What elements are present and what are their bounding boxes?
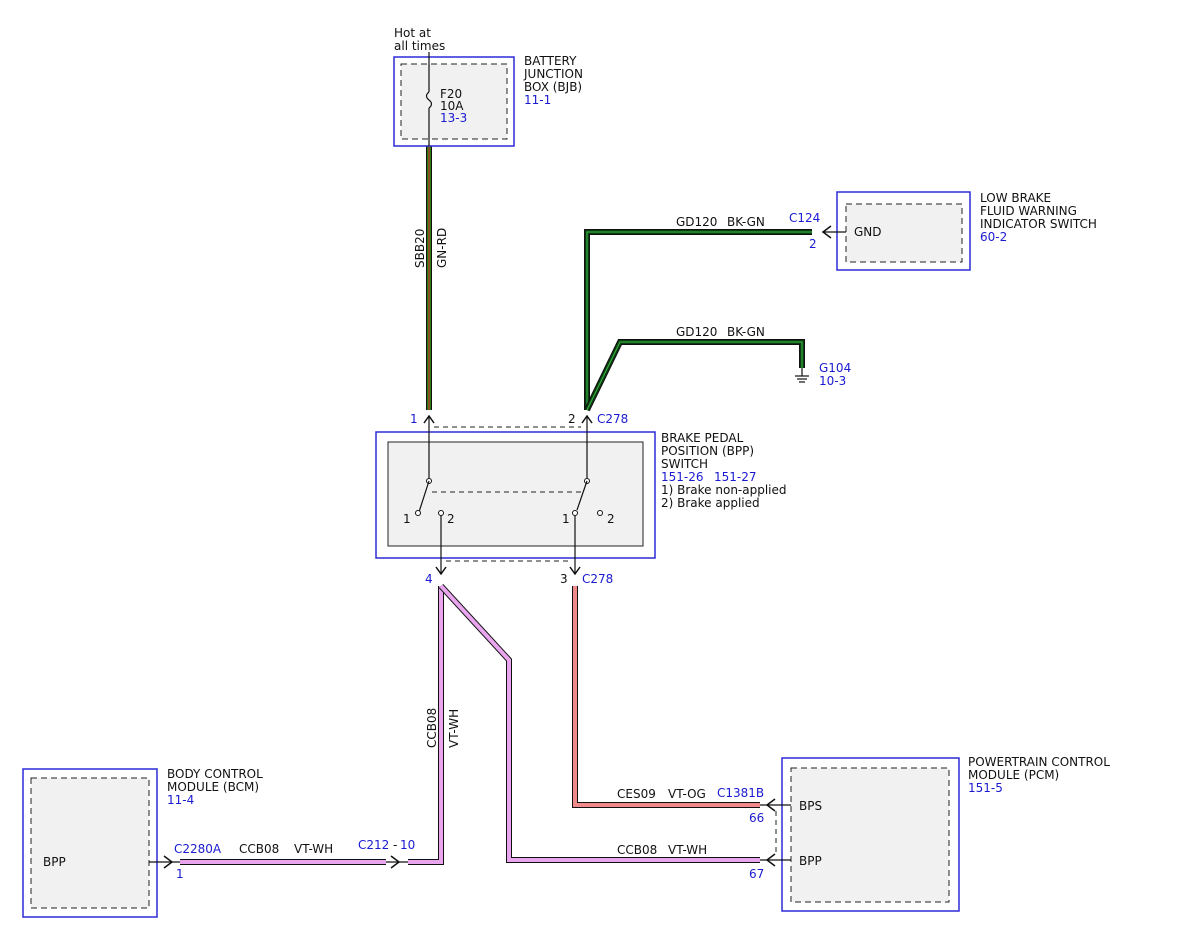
gd120-top-color: BK-GN xyxy=(727,215,765,229)
low-brake-title-2: FLUID WARNING xyxy=(980,204,1077,218)
bpp-note-2: 2) Brake applied xyxy=(661,496,760,510)
connector-arrow-icon xyxy=(163,855,174,869)
pcm-title-2: MODULE (PCM) xyxy=(968,768,1059,782)
c124-connector-label: C124 xyxy=(789,211,820,225)
c1381b-label: C1381B xyxy=(717,786,764,800)
battery-junction-box: F20 10A 13-3 xyxy=(393,52,515,147)
ccb08-pcm-circuit: CCB08 xyxy=(617,843,657,857)
wire-ccb08-pcm xyxy=(438,583,760,863)
pcm-bps-pin-label: BPS xyxy=(799,799,822,813)
fuse-ref[interactable]: 13-3 xyxy=(440,111,467,125)
brake-pedal-position-switch xyxy=(375,414,656,576)
fuse-label: F20 xyxy=(440,87,462,101)
bpp-ref-1[interactable]: 151-26 xyxy=(661,470,704,484)
powertrain-control-module: BPS BPP xyxy=(760,757,960,912)
wire-ces09 xyxy=(572,586,760,808)
bpp-bottom-pin-3: 3 xyxy=(560,572,568,586)
low-brake-ref[interactable]: 60-2 xyxy=(980,230,1007,244)
bjb-title-1: BATTERY xyxy=(524,54,577,68)
connector-arrow-icon xyxy=(765,798,776,812)
gd120-ground-circuit: GD120 xyxy=(676,325,717,339)
bpp-title-1: BRAKE PEDAL xyxy=(661,431,744,445)
ces09-circuit-label: CES09 xyxy=(617,787,656,801)
bpp-top-pin-1: 1 xyxy=(410,412,418,426)
bcm-title-1: BODY CONTROL xyxy=(167,767,263,781)
wire-gd120-c124 xyxy=(584,229,812,410)
sbb20-color-label: GN-RD xyxy=(435,228,449,268)
g104-ref[interactable]: 10-3 xyxy=(819,374,846,388)
ccb08-vertical-color: VT-WH xyxy=(447,709,461,748)
c124-pin-label: 2 xyxy=(809,237,817,251)
c212-dash: - xyxy=(393,838,397,852)
ccb08-bcm-color: VT-WH xyxy=(294,842,333,856)
pcm-title-1: POWERTRAIN CONTROL xyxy=(968,755,1110,769)
low-brake-title-1: LOW BRAKE xyxy=(980,191,1051,205)
c2280a-pin-label: 1 xyxy=(176,867,184,881)
c212-label: C212 xyxy=(358,838,389,852)
c278-top-label: C278 xyxy=(597,412,628,426)
fuse-icon xyxy=(425,91,433,109)
wire-gd120-g104 xyxy=(584,339,805,412)
pcm-bpp-pin-label: BPP xyxy=(799,854,822,868)
pcm-pin-66: 66 xyxy=(749,811,764,825)
fuse-rating: 10A xyxy=(440,99,464,113)
sw-left-pos-2: 2 xyxy=(447,512,455,526)
sbb20-circuit-label: SBB20 xyxy=(413,229,427,268)
ccb08-pcm-color: VT-WH xyxy=(668,843,707,857)
pcm-pin-67: 67 xyxy=(749,867,764,881)
sw-left-pos-1: 1 xyxy=(403,512,411,526)
c278-bottom-label: C278 xyxy=(582,572,613,586)
bpp-note-1: 1) Brake non-applied xyxy=(661,483,787,497)
bpp-ref-2[interactable]: 151-27 xyxy=(714,470,757,484)
gd120-top-circuit: GD120 xyxy=(676,215,717,229)
bjb-title-3: BOX (BJB) xyxy=(524,80,582,94)
connector-arrow-icon xyxy=(765,853,776,867)
gnd-pin-label: GND xyxy=(854,225,882,239)
bcm-title-2: MODULE (BCM) xyxy=(167,780,259,794)
ccb08-bcm-circuit: CCB08 xyxy=(239,842,279,856)
bjb-ref[interactable]: 11-1 xyxy=(524,93,551,107)
low-brake-fluid-switch: GND xyxy=(821,191,971,271)
switch-blade-icon xyxy=(418,480,430,513)
bpp-title-3: SWITCH xyxy=(661,457,708,471)
c212-inline-connector xyxy=(386,855,408,869)
bcm-ref[interactable]: 11-4 xyxy=(167,793,194,807)
ces09-color-label: VT-OG xyxy=(668,787,706,801)
connector-arrow-icon xyxy=(390,855,401,869)
sw-right-pos-2: 2 xyxy=(607,512,615,526)
bcm-bpp-pin-label: BPP xyxy=(43,855,66,869)
ground-g104-icon xyxy=(795,368,809,383)
supply-label-1: Hot at xyxy=(394,26,431,40)
bpp-title-2: POSITION (BPP) xyxy=(661,444,754,458)
bpp-top-pin-2: 2 xyxy=(568,412,576,426)
gd120-ground-color: BK-GN xyxy=(727,325,765,339)
sw-right-pos-1: 1 xyxy=(562,512,570,526)
wire-ccb08-bcm xyxy=(180,586,444,865)
g104-label: G104 xyxy=(819,361,851,375)
c212-pin-label: 10 xyxy=(400,838,415,852)
supply-label-2: all times xyxy=(394,39,445,53)
body-control-module: BPP xyxy=(22,768,180,918)
switch-blade-icon xyxy=(576,480,588,511)
pcm-ref[interactable]: 151-5 xyxy=(968,781,1003,795)
c2280a-label: C2280A xyxy=(174,842,222,856)
ccb08-vertical-circuit: CCB08 xyxy=(425,708,439,748)
bpp-bottom-pin-4: 4 xyxy=(425,572,433,586)
bjb-title-2: JUNCTION xyxy=(523,67,583,81)
low-brake-title-3: INDICATOR SWITCH xyxy=(980,217,1097,231)
